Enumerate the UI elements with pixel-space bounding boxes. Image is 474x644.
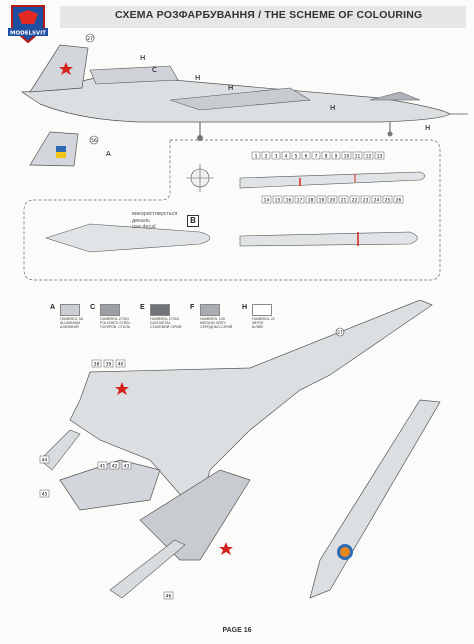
legend-swatch bbox=[200, 304, 220, 316]
legend-swatch bbox=[100, 304, 120, 316]
callout-number: 22 bbox=[352, 198, 358, 204]
brand-logo: MODELSVIT bbox=[8, 5, 48, 44]
callout-label: 56 bbox=[91, 138, 97, 144]
callout-number: 45 bbox=[42, 492, 48, 498]
callout-number: 3 bbox=[275, 154, 278, 160]
callout-letter: H bbox=[330, 104, 335, 112]
decal-letter-box: B bbox=[187, 215, 199, 227]
callout-number: 16 bbox=[286, 198, 292, 204]
callout-number: 18 bbox=[308, 198, 314, 204]
callout-number: 26 bbox=[396, 198, 402, 204]
legend-swatch bbox=[252, 304, 272, 316]
callout-number: 14 bbox=[264, 198, 270, 204]
callout-number: 21 bbox=[341, 198, 347, 204]
callout-number: 13 bbox=[377, 154, 383, 160]
callout-number: 17 bbox=[297, 198, 303, 204]
callout-number: 11 bbox=[355, 154, 361, 160]
callout-label: 27 bbox=[87, 36, 93, 42]
callout-letter: H bbox=[425, 124, 430, 132]
red-star-icon bbox=[59, 62, 73, 75]
page-number: PAGE 16 bbox=[222, 627, 252, 634]
missile-callouts-top: 1 2 3 4 5 6 7 8 9 10 11 12 13 bbox=[251, 151, 404, 204]
callout-number: 10 bbox=[344, 154, 350, 160]
page-title: СХЕМА РОЗФАРБУВАННЯ / THE SCHEME OF COLO… bbox=[115, 9, 423, 21]
callout-letter: A bbox=[106, 150, 111, 158]
top-aircraft-side-view: 27 C H H H H H 56 A 1 2 bbox=[20, 33, 468, 281]
header-bar bbox=[60, 6, 466, 28]
callout-number: 4 bbox=[285, 154, 288, 160]
callout-number: 24 bbox=[374, 198, 380, 204]
callout-number: 9 bbox=[335, 154, 338, 160]
callout-number: 15 bbox=[275, 198, 281, 204]
callout-number: 43 bbox=[124, 464, 130, 470]
callout-number: 42 bbox=[112, 464, 118, 470]
callout-label: 27 bbox=[337, 330, 343, 336]
red-star-icon bbox=[115, 382, 129, 395]
callout-number: 39 bbox=[106, 362, 112, 368]
bottom-aircraft-views: 27 38 39 40 41 42 43 44 45 46 bbox=[39, 300, 441, 600]
decal-note: використовується декаль use decal bbox=[132, 211, 178, 230]
callout-letter: H bbox=[228, 84, 233, 92]
callout-number: 20 bbox=[330, 198, 336, 204]
callout-letter: C bbox=[152, 66, 157, 74]
logo-text: MODELSVIT bbox=[10, 31, 46, 37]
callout-number: 2 bbox=[265, 154, 268, 160]
callout-number: 8 bbox=[325, 154, 328, 160]
callout-number: 7 bbox=[315, 154, 318, 160]
callout-number: 6 bbox=[305, 154, 308, 160]
callout-number: 5 bbox=[295, 154, 298, 160]
callout-number: 40 bbox=[118, 362, 124, 368]
callout-letter: H bbox=[140, 54, 145, 62]
callout-number: 41 bbox=[100, 464, 106, 470]
callout-number: 12 bbox=[366, 154, 372, 160]
callout-letter: H bbox=[195, 74, 200, 82]
callout-number: 25 bbox=[385, 198, 391, 204]
callout-number: 1 bbox=[255, 154, 258, 160]
callout-number: 19 bbox=[319, 198, 325, 204]
callout-number: 44 bbox=[42, 458, 48, 464]
callout-number: 23 bbox=[363, 198, 369, 204]
callout-number: 38 bbox=[94, 362, 100, 368]
legend-swatch bbox=[60, 304, 80, 316]
callout-number: 46 bbox=[166, 594, 172, 600]
red-star-icon bbox=[219, 542, 233, 555]
legend-swatch bbox=[150, 304, 170, 316]
